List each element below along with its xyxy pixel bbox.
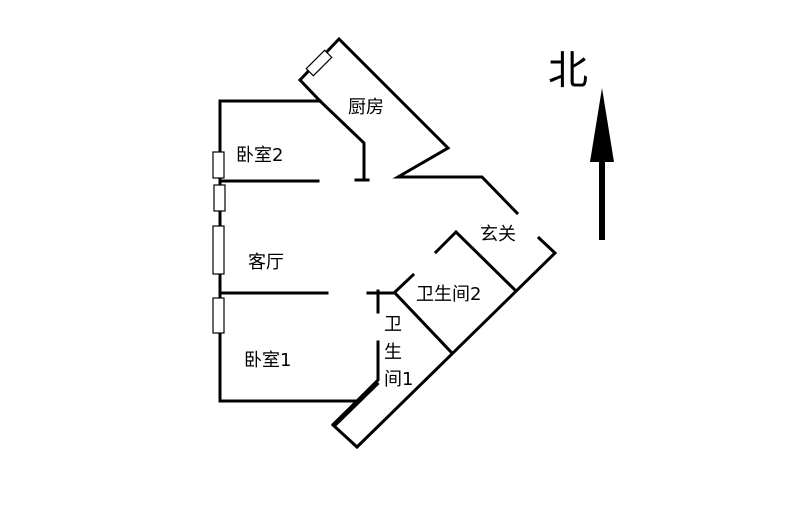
- bath2-divider: [392, 290, 454, 355]
- window: [213, 184, 226, 212]
- window: [305, 49, 333, 77]
- bath1-vertical: [330, 235, 558, 450]
- bath1-door: [331, 380, 380, 428]
- bedroom2-label: 卧室2: [236, 145, 283, 166]
- bathroom1-label-2: 生: [384, 342, 402, 363]
- windows: [212, 49, 333, 334]
- bath2-top-wall: [433, 229, 518, 293]
- north-label: 北: [548, 48, 588, 94]
- bath-stub: [366, 272, 416, 295]
- window: [212, 151, 225, 179]
- living-room-label: 客厅: [248, 252, 284, 273]
- bedroom1-label: 卧室1: [244, 350, 291, 371]
- window: [212, 297, 225, 334]
- bathroom1-label-1: 卫: [384, 314, 402, 335]
- kitchen-wall: [297, 36, 520, 216]
- bathroom2-label: 卫生间2: [416, 284, 481, 305]
- compass: 北: [548, 48, 614, 240]
- window: [212, 225, 225, 275]
- bathroom1-label-3: 间1: [384, 369, 413, 390]
- kitchen-inner-wall: [317, 98, 366, 179]
- entrance-label: 玄关: [480, 224, 516, 245]
- north-arrow-icon: [590, 88, 614, 162]
- room-labels: 厨房 卧室2 客厅 玄关 卫生间2 卫 生 间1 卧室1: [236, 97, 516, 390]
- kitchen-label: 厨房: [348, 97, 384, 118]
